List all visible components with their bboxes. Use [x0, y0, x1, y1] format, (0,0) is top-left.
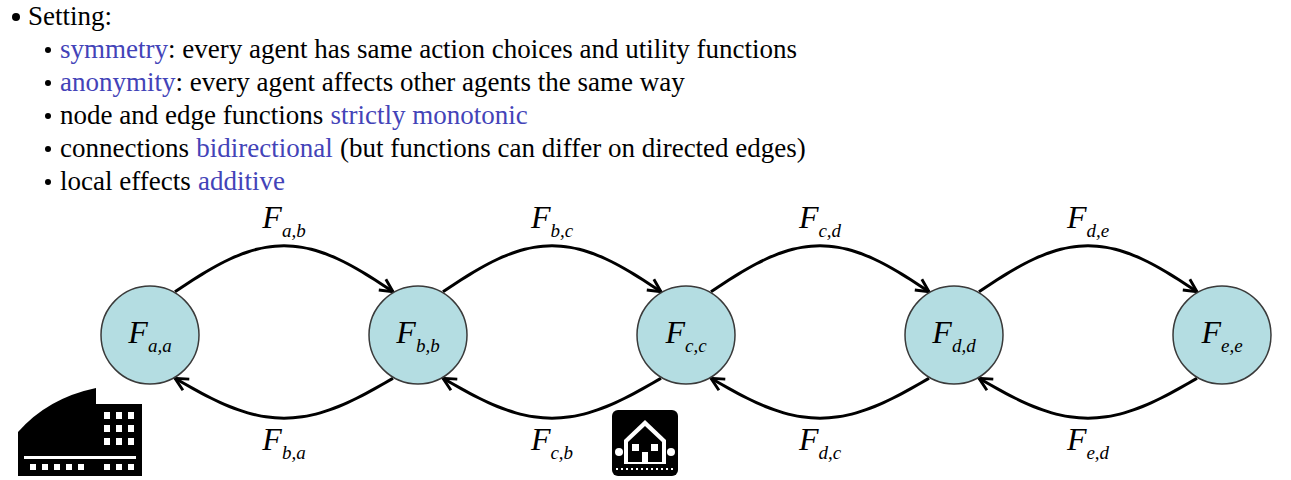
node-function: Fc,c	[665, 316, 706, 355]
bullet-line: node and edge functionsstrictly monotoni…	[60, 99, 528, 132]
influence-arrow	[443, 378, 661, 418]
bullet	[45, 146, 51, 152]
bullet	[45, 179, 51, 185]
agent-circle: Fd,d	[904, 285, 1004, 385]
bullet-line: connectionsbidirectional (but functions c…	[60, 132, 806, 165]
influence-arrow	[711, 246, 929, 292]
influence-arrow	[979, 246, 1197, 292]
bullet-text: node and edge functions	[60, 100, 323, 130]
influence-arrow	[443, 246, 661, 292]
keyword: symmetry	[60, 34, 168, 64]
influence-arrow	[979, 378, 1197, 418]
bullet-text: Setting:	[28, 1, 112, 31]
agent-circle: Fe,e	[1172, 285, 1272, 385]
influence-arrow	[175, 378, 393, 418]
keyword: anonymity	[60, 67, 176, 97]
building-icon	[18, 388, 142, 476]
agent-circle: Fb,b	[368, 285, 468, 385]
keyword: strictly monotonic	[330, 100, 527, 130]
edge-label-box: Fc,b	[528, 423, 576, 463]
bullet-line: Setting:	[28, 0, 112, 33]
keyword: bidirectional	[196, 133, 332, 163]
agent-circle: Fc,c	[636, 285, 736, 385]
bullet-text: connections	[60, 133, 189, 163]
bullet	[12, 13, 20, 21]
node-function: Fd,d	[932, 316, 975, 355]
bullet	[45, 80, 51, 86]
node-function: Fb,b	[396, 316, 439, 355]
edge-label-box: Fe,d	[1064, 423, 1112, 463]
edge-function: Fb,c	[531, 201, 573, 240]
bullet-text: : every agent affects other agents the s…	[176, 67, 685, 97]
edge-label-box: Fb,a	[259, 423, 308, 463]
influence-arrow	[711, 378, 929, 418]
bullet-text: local effects	[60, 166, 191, 196]
bullet	[45, 113, 51, 119]
bullet-line: local effectsadditive	[60, 165, 285, 198]
node-function: Fa,a	[128, 316, 171, 355]
edge-function: Fa,b	[262, 201, 305, 240]
edge-function: Fd,e	[1067, 201, 1109, 240]
node-function: Fe,e	[1201, 316, 1242, 355]
bullet-line: symmetry: every agent has same action ch…	[60, 33, 797, 66]
bullet-text: (but functions can differ on directed ed…	[340, 133, 806, 163]
keyword: additive	[198, 166, 285, 196]
edge-function: Fe,d	[1067, 423, 1109, 462]
edge-label-box: Fd,e	[1064, 201, 1112, 241]
bullet	[45, 47, 51, 53]
influence-arrow	[175, 246, 393, 292]
edge-function: Fc,b	[531, 423, 573, 462]
edge-function: Fd,c	[799, 423, 841, 462]
edge-label-box: Fb,c	[528, 201, 576, 241]
agent-circle: Fa,a	[100, 285, 200, 385]
edge-function: Fb,a	[262, 423, 305, 462]
edge-label-box: Fc,d	[796, 201, 844, 241]
bullet-text: : every agent has same action choices an…	[168, 34, 797, 64]
edge-label-box: Fd,c	[796, 423, 844, 463]
edge-label-box: Fa,b	[259, 201, 308, 241]
edge-function: Fc,d	[799, 201, 841, 240]
bullet-line: anonymity: every agent affects other age…	[60, 66, 685, 99]
house-icon	[612, 410, 678, 476]
